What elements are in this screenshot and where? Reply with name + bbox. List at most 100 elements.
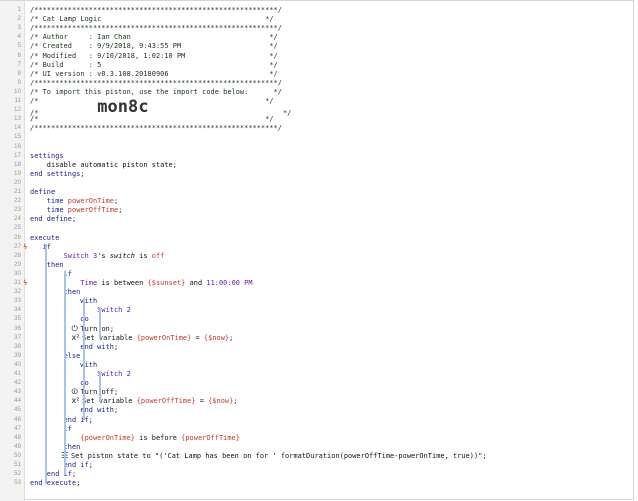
code-token: end if (30, 461, 89, 469)
line-number: 42 (13, 379, 21, 387)
code-token: /* Modified : 9/10/2018, 1:02:10 PM */ (30, 51, 278, 60)
code-text: execute (30, 233, 59, 243)
code-text: /***************************************… (30, 5, 282, 15)
line-number: 9 (17, 78, 21, 86)
code-text: /***************************************… (30, 78, 282, 88)
code-token: /***************************************… (30, 124, 282, 133)
code-token: ; (80, 169, 85, 178)
code-text: time powerOffTime; (30, 205, 123, 215)
code-token: Time (80, 279, 98, 287)
code-token: do (30, 315, 89, 324)
line-number: 6 (17, 51, 21, 59)
code-token: /* Created : 9/9/2018, 9:43:55 PM */ (30, 42, 278, 51)
line-number: 8 (17, 69, 21, 77)
line-number: 22 (13, 197, 21, 205)
line-number: 11 (14, 97, 21, 104)
line-number: 40 (13, 360, 21, 368)
line-number: 14 (13, 124, 21, 132)
code-text: then (30, 287, 81, 297)
block-guide-line (99, 307, 101, 339)
code-line: 12/* mon8c */ (0, 99, 634, 118)
code-token: /* UI version : v0.3.108.20180906 */ (30, 69, 278, 78)
code-line: 40 with (0, 360, 634, 370)
line-number: 13 (13, 115, 21, 123)
code-line: 23 time powerOffTime; (0, 205, 634, 215)
code-token: define (30, 188, 56, 196)
code-line: 37 x² Set variable {powerOnTime} = {$now… (0, 333, 634, 343)
code-text: /* Build : 5 */ (30, 60, 278, 70)
code-text: end define; (30, 214, 76, 224)
code-line: 3/**************************************… (0, 23, 634, 33)
line-number: 23 (13, 206, 21, 214)
statement-icon: ⏻ (30, 323, 81, 333)
code-token: /* To import this piston, use the import… (30, 87, 282, 96)
line-number: 38 (13, 342, 21, 350)
code-token: 's (97, 251, 110, 260)
code-text: end settings; (30, 169, 85, 179)
code-token: /* */ (30, 115, 274, 124)
code-token: Set piston state to "('Cat Lamp has been… (70, 451, 487, 460)
code-text: with (30, 360, 97, 370)
code-line: 44 x² Set variable {powerOffTime} = {$no… (0, 396, 634, 406)
code-text: if (30, 269, 72, 279)
line-number: 26 (13, 233, 21, 241)
code-line: 2/* Cat Lamp Logic */ (0, 14, 634, 24)
code-text: /* To import this piston, use the import… (30, 87, 282, 97)
code-text: /***************************************… (30, 123, 282, 133)
code-token: {$now} (208, 397, 234, 406)
code-token: end settings (30, 169, 81, 178)
code-token: disable automatic piston state; (30, 160, 177, 169)
code-line: 28 Switch 3's switch is off (0, 251, 634, 261)
code-line: 4/* Author : Ian Chan */ (0, 32, 634, 42)
line-number: 17 (13, 151, 21, 159)
code-line: 36 ⏻ Turn on; (0, 324, 634, 334)
code-text: /* Author : Ian Chan */ (30, 32, 278, 42)
code-token: /***************************************… (30, 24, 282, 33)
code-text: end with; (30, 405, 118, 415)
code-text: /* Modified : 9/10/2018, 1:02:10 PM */ (30, 51, 278, 61)
code-text: Time is between {$sunset} and 11:00:00 P… (30, 278, 253, 288)
line-number-gutter (0, 1, 25, 501)
code-text: /* */ (30, 114, 274, 124)
code-token: and (185, 279, 207, 287)
code-text: define (30, 187, 55, 197)
line-number: 20 (13, 178, 21, 186)
line-number: 43 (13, 388, 21, 396)
code-token: then (30, 442, 81, 451)
code-text: then (30, 442, 81, 452)
code-line: 7 /* Build : 5 */ (0, 60, 634, 70)
code-text: else (30, 351, 81, 361)
code-text: /* Created : 9/9/2018, 9:43:55 PM */ (30, 41, 278, 51)
code-text: disable automatic piston state; (30, 160, 177, 170)
code-token: settings (30, 151, 64, 160)
line-number: 7 (17, 60, 21, 68)
code-token: then (46, 260, 64, 269)
code-token: ; (113, 342, 119, 351)
line-number: 37 (13, 333, 21, 341)
code-token: with (80, 360, 98, 369)
code-line: 8 /* UI version : v0.3.108.20180906 */ (0, 69, 634, 79)
code-line: 5/* Created : 9/9/2018, 9:43:55 PM */ (0, 41, 634, 51)
line-number: 33 (13, 297, 21, 305)
block-guide-line (99, 371, 101, 403)
code-text: {powerOnTime} is before {powerOffTime} (30, 433, 240, 443)
line-number: 21 (13, 188, 21, 195)
code-token: powerOnTime (67, 197, 114, 206)
line-number: 2 (17, 15, 21, 23)
code-line: 33 with (0, 296, 634, 306)
code-line: 20 (0, 178, 634, 188)
block-guide-line (64, 270, 66, 476)
code-line: 22 time powerOnTime; (0, 196, 634, 206)
line-number: 47 (13, 424, 21, 432)
code-text: with (30, 296, 97, 306)
code-token: if (30, 242, 51, 251)
code-token: ; (88, 461, 93, 469)
code-line: 51 end if; (0, 460, 634, 470)
code-token: 11:00:00 PM (206, 279, 253, 287)
code-token: ; (229, 333, 234, 342)
code-line: 45 end with; (0, 405, 634, 415)
line-number: 27 (13, 242, 21, 250)
